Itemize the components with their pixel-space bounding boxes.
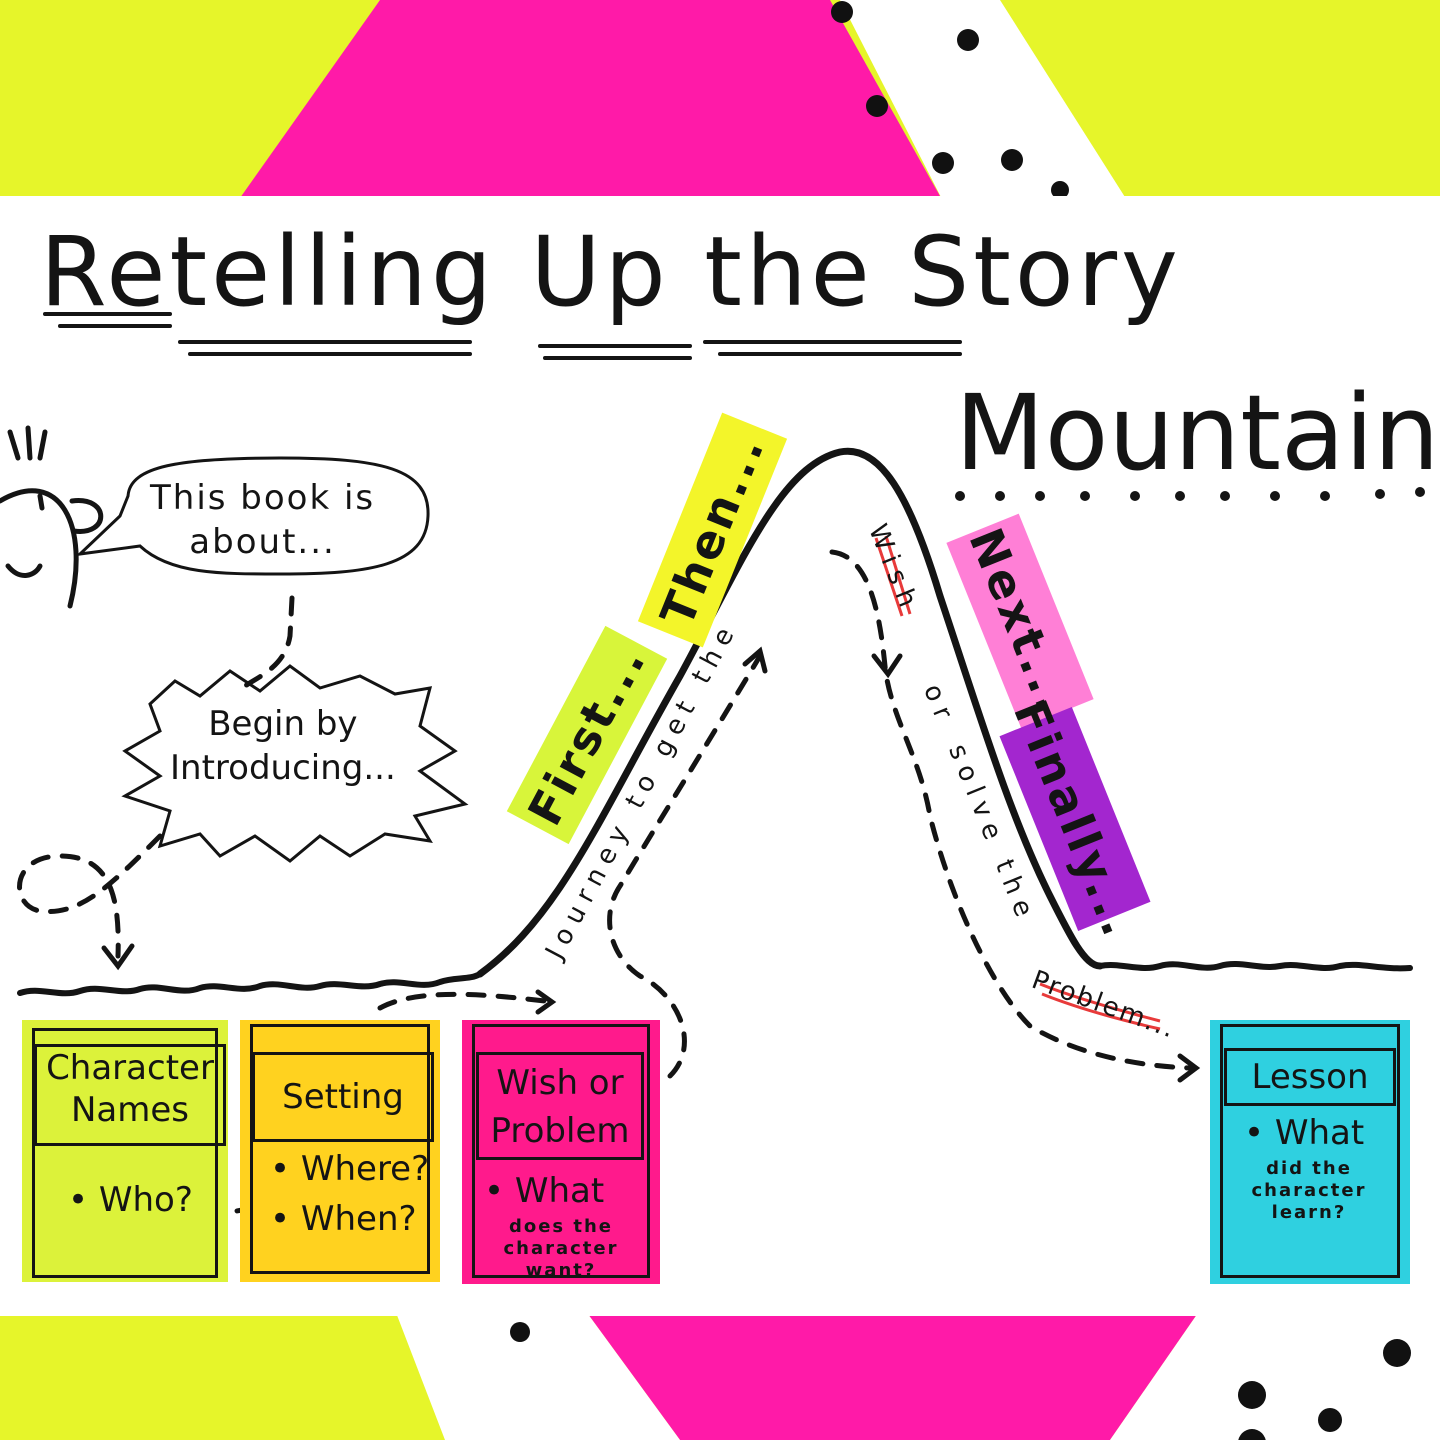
polka-dots-top bbox=[831, 1, 1069, 199]
chart-title-line2: Mountain bbox=[955, 372, 1440, 494]
magenta-triangle-bottom bbox=[585, 1310, 1200, 1440]
mountain-dotted-line bbox=[955, 487, 1425, 501]
card-title-line1: Character bbox=[46, 1048, 214, 1088]
card-body-line1: • Where? bbox=[270, 1149, 430, 1189]
card-body-line2: • When? bbox=[270, 1199, 417, 1239]
card-small-line3: learn? bbox=[1271, 1202, 1347, 1223]
card-small-line2: character bbox=[1251, 1180, 1367, 1201]
starburst-shape bbox=[121, 664, 469, 863]
card-character-names: Character Names • Who? bbox=[22, 1020, 228, 1282]
polka-dot-band-bottom-right bbox=[1110, 1310, 1440, 1440]
card-body-small: did the character learn? bbox=[1224, 1158, 1394, 1224]
card-body: • What bbox=[1244, 1113, 1365, 1153]
card-title-line1: Lesson bbox=[1251, 1057, 1369, 1097]
card-frame bbox=[250, 1024, 430, 1274]
card-title-box: Setting bbox=[252, 1052, 434, 1142]
card-body: • Where? • When? bbox=[270, 1144, 429, 1244]
speech-bubble-line2: about... bbox=[189, 522, 336, 562]
card-body-small: does the character want? bbox=[474, 1216, 648, 1282]
title-underlines bbox=[43, 312, 962, 360]
burst-text: Begin by Introducing... bbox=[170, 702, 396, 790]
magenta-triangle-top bbox=[235, 0, 945, 205]
cartoon-face-icon bbox=[0, 425, 104, 609]
polka-dot-band-top bbox=[840, 0, 1130, 205]
card-frame bbox=[32, 1028, 218, 1278]
card-frame bbox=[472, 1024, 650, 1278]
polka-dots-bottom bbox=[510, 1322, 1411, 1440]
card-title-line1: Wish or bbox=[496, 1063, 624, 1103]
burst-line1: Begin by bbox=[208, 704, 358, 744]
red-underlines bbox=[874, 535, 1161, 1031]
card-title-line1: Setting bbox=[282, 1077, 404, 1117]
card-lesson: Lesson • What did the character learn? bbox=[1210, 1020, 1410, 1284]
card-title-box: Wish or Problem bbox=[476, 1052, 644, 1160]
card-small-line2: character bbox=[503, 1238, 619, 1259]
card-body: • Who? bbox=[68, 1180, 193, 1220]
card-title-box: Lesson bbox=[1224, 1048, 1396, 1106]
card-small-line3: want? bbox=[525, 1260, 597, 1281]
ground-line-right bbox=[1097, 961, 1413, 972]
card-title-line2: Problem bbox=[490, 1111, 630, 1151]
chart-title-line1: Retelling Up the Story bbox=[40, 216, 1182, 328]
card-wish-or-problem: Wish or Problem • What does the characte… bbox=[462, 1020, 660, 1284]
mountain-outline bbox=[476, 447, 1104, 978]
card-title-box: Character Names bbox=[34, 1044, 226, 1146]
burst-line2: Introducing... bbox=[170, 748, 396, 788]
speech-bubble-text: This book is about... bbox=[150, 476, 375, 564]
card-frame bbox=[1220, 1024, 1400, 1278]
card-setting: Setting • Where? • When? bbox=[240, 1020, 440, 1282]
card-small-line1: did the bbox=[1266, 1158, 1352, 1179]
card-small-line1: does the bbox=[508, 1216, 614, 1237]
card-body: • What bbox=[484, 1171, 605, 1211]
speech-bubble-line1: This book is bbox=[150, 478, 376, 518]
card-title-line2: Names bbox=[70, 1090, 190, 1130]
speech-bubble bbox=[75, 456, 430, 576]
story-mountain-diagram bbox=[0, 312, 1425, 1219]
polka-dot-band-bottom bbox=[395, 1310, 680, 1440]
ground-line-left bbox=[17, 971, 483, 997]
